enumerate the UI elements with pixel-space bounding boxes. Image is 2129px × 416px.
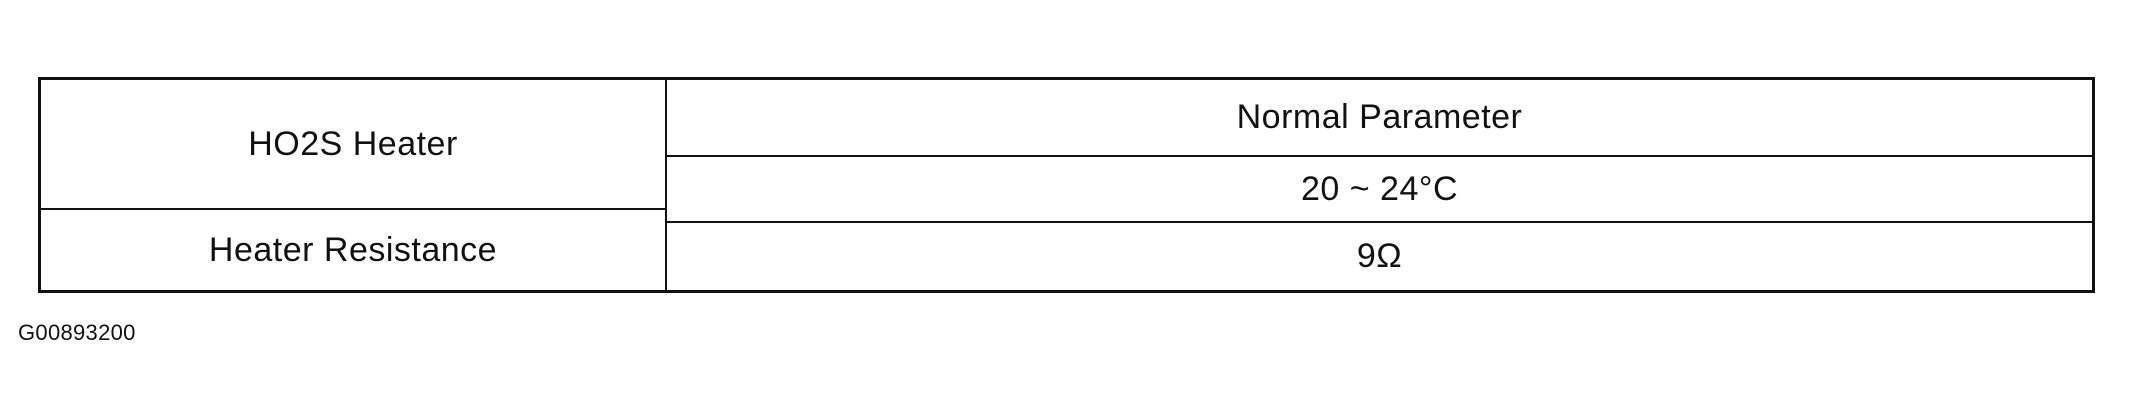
row-divider-right: [667, 221, 2092, 223]
row-value-heater-resistance: 9Ω: [1356, 237, 1403, 275]
parameter-header: Normal Parameter: [1236, 98, 1523, 136]
component-header: HO2S Heater: [248, 124, 458, 163]
row-label-heater-resistance: Heater Resistance: [208, 230, 498, 269]
condition-value: 20 ~ 24°C: [1300, 169, 1459, 208]
spec-table: HO2S Heater Normal Parameter 20 ~ 24°C H…: [38, 77, 2095, 293]
column-divider: [665, 80, 667, 290]
figure-id: G00893200: [18, 320, 136, 345]
header-divider-right: [667, 155, 2092, 157]
row-divider-left: [41, 208, 665, 210]
